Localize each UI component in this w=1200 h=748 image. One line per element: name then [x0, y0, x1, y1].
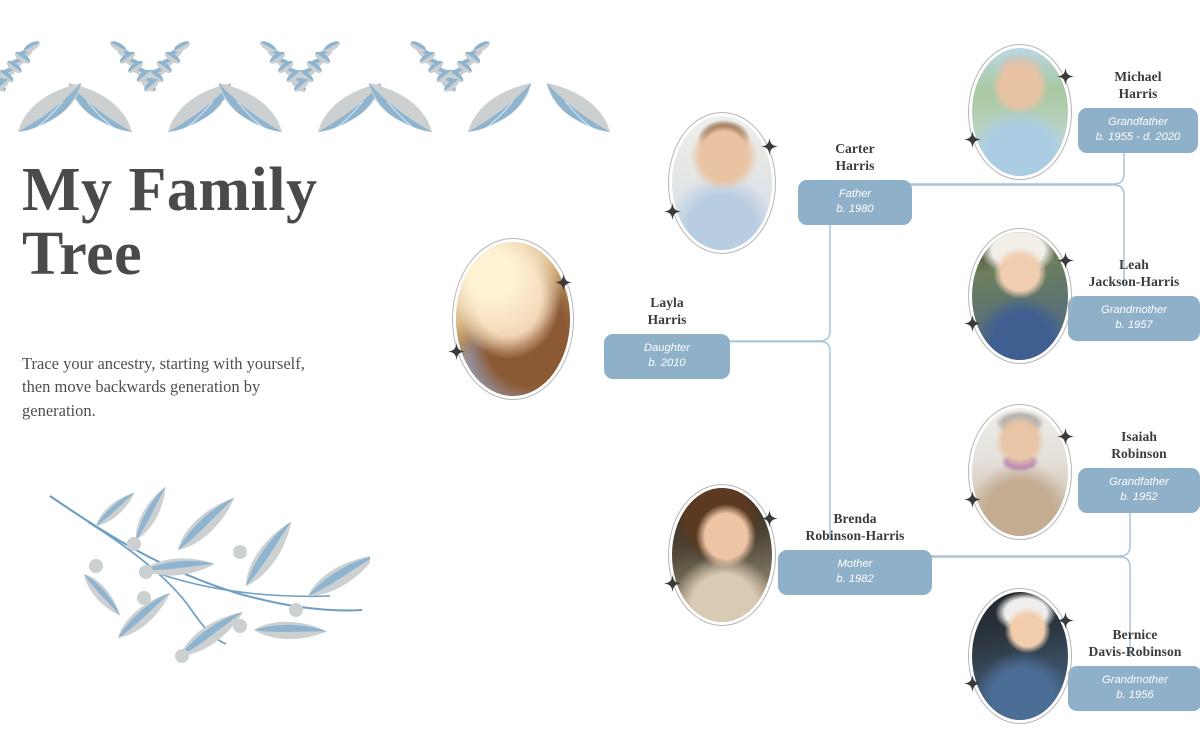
avatar-layla — [448, 238, 574, 400]
avatar-carter — [664, 112, 778, 254]
person-badge-bernice: Grandmother b. 1956 — [1068, 665, 1200, 711]
avatar-photo — [672, 116, 772, 250]
bottom-left-branch-icon — [49, 485, 370, 663]
person-badge-michael: Grandfather b. 1955 - d. 2020 — [1078, 107, 1198, 153]
years-label: b. 2010 — [648, 356, 686, 369]
relation-label: Grandfather — [1109, 475, 1169, 488]
avatar-photo — [972, 408, 1068, 536]
link-carter-michael — [886, 140, 1125, 185]
avatar-michael — [964, 44, 1074, 180]
relation-label: Father — [838, 187, 872, 200]
years-label: b. 1982 — [836, 572, 874, 585]
years-label: b. 1957 — [1115, 318, 1153, 331]
link-brenda-isaiah — [886, 500, 1131, 557]
avatar-bernice — [964, 588, 1074, 724]
years-label: b. 1956 — [1116, 688, 1154, 701]
relation-label: Grandmother — [1101, 303, 1167, 316]
link-brenda-bernice — [886, 556, 1131, 657]
person-badge-layla: Daughter b. 2010 — [604, 333, 730, 379]
avatar-photo — [972, 232, 1068, 360]
years-label: b. 1955 - d. 2020 — [1095, 130, 1181, 143]
avatar-photo — [456, 242, 570, 396]
page-title: My Family Tree — [22, 158, 422, 287]
relation-label: Grandmother — [1102, 673, 1168, 686]
person-badge-brenda: Mother b. 1982 — [778, 549, 932, 595]
page-title-line2: Tree — [22, 220, 143, 289]
avatar-brenda — [664, 484, 778, 626]
relation-label: Daughter — [643, 341, 691, 354]
relation-label: Grandfather — [1108, 115, 1168, 128]
person-badge-carter: Father b. 1980 — [798, 179, 912, 225]
avatar-photo — [972, 592, 1068, 720]
avatar-isaiah — [964, 404, 1074, 540]
relation-label: Mother — [837, 557, 873, 570]
person-badge-isaiah: Grandfather b. 1952 — [1078, 467, 1200, 513]
link-carter-leah — [886, 184, 1125, 284]
page-subtitle: Trace your ancestry, starting with yours… — [22, 354, 305, 420]
link-layla-brenda — [690, 340, 831, 352]
years-label: b. 1980 — [836, 202, 874, 215]
avatar-leah — [964, 228, 1074, 364]
page-title-line1: My Family — [22, 156, 318, 224]
avatar-photo — [672, 488, 772, 622]
years-label: b. 1952 — [1120, 490, 1158, 503]
person-badge-leah: Grandmother b. 1957 — [1068, 295, 1200, 341]
avatar-photo — [972, 48, 1068, 176]
